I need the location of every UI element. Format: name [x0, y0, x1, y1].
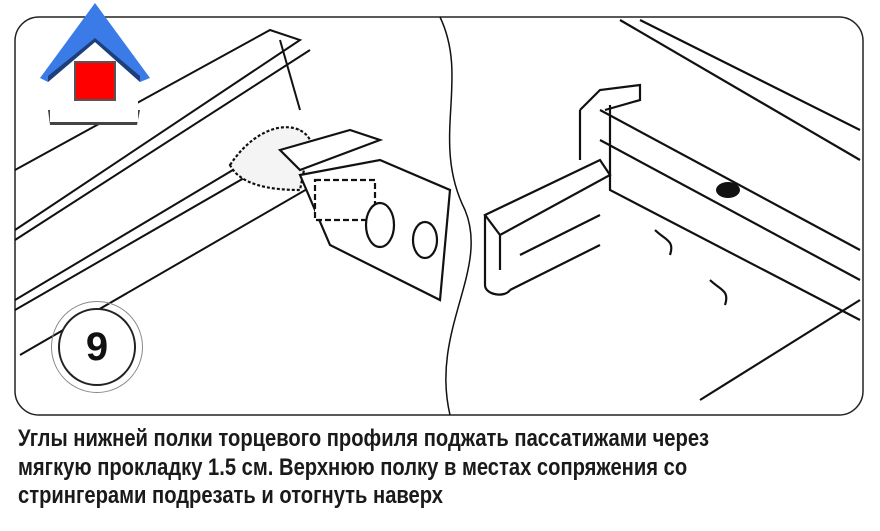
caption-line: Углы нижней полки торцевого профиля подж…	[18, 425, 710, 452]
caption-line: мягкую прокладку 1.5 см. Верхнюю полку в…	[18, 453, 688, 481]
profile-rail-left	[14, 28, 341, 356]
instruction-illustration	[14, 3, 864, 416]
rivet-hole	[716, 182, 740, 198]
step-number: 9	[85, 324, 109, 369]
pliers-icon	[228, 126, 452, 302]
caption-line: стрингерами подрезать и отогнуть наверх	[18, 482, 444, 509]
instruction-caption: Углы нижней полки торцевого профиля подж…	[18, 425, 858, 511]
house-icon	[40, 3, 150, 125]
step-number-badge: 9	[51, 301, 143, 393]
profile-joint-right	[483, 19, 861, 401]
panel-divider	[439, 16, 472, 416]
